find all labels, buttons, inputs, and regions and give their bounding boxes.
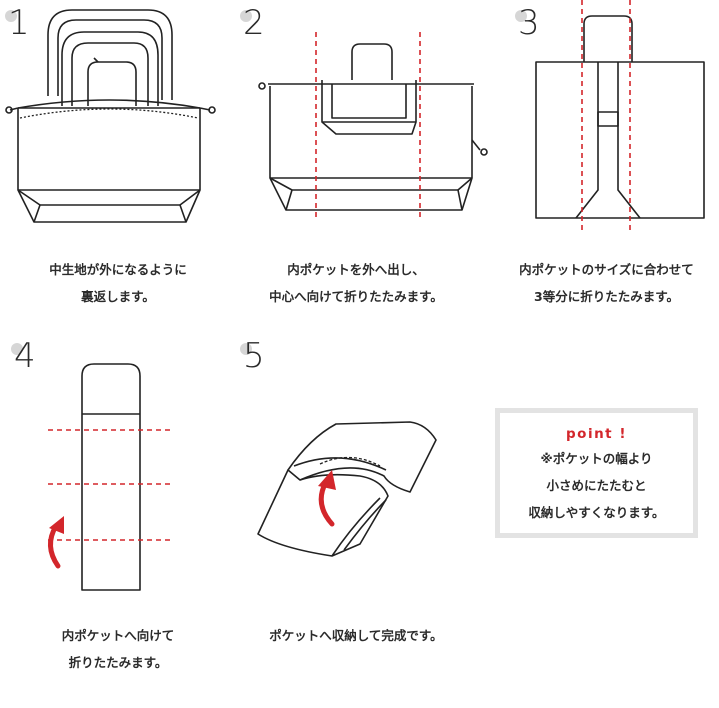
step-2-illustration [258,32,488,220]
step-1-caption-line: 裏返します。 [81,289,155,304]
step-5-illustration [257,421,437,557]
step-4-number: 4 [11,336,36,376]
step-3-number: 3 [515,3,540,43]
point-line: 収納しやすくなります。 [528,505,665,520]
step-4-caption-line: 内ポケットへ向けて [61,628,175,643]
red-curved-arrow-icon [48,516,64,569]
step-5-caption: ポケットへ収納して完成です。 [236,622,476,649]
step-1-number: 1 [5,3,30,43]
point-title: point ! [566,426,627,442]
step-4-illustration [48,363,172,591]
point-line: ※ポケットの幅より [540,451,653,466]
step-2-caption-line: 中心へ向けて折りたたみます。 [269,289,443,304]
step-1-illustration [5,9,216,223]
point-line: 小さめにたたむと [546,478,647,493]
step-3-caption-line: 3等分に折りたたみます。 [534,289,679,304]
step-1-caption: 中生地が外になるように 裏返します。 [0,256,236,310]
step-5-number: 5 [240,336,265,376]
step-3-caption-line: 内ポケットのサイズに合わせて [519,262,694,277]
step-3-caption: 内ポケットのサイズに合わせて 3等分に折りたたみます。 [494,256,719,310]
step-2-caption: 内ポケットを外へ出し、 中心へ向けて折りたたみます。 [236,256,476,310]
step-2-number: 2 [240,3,265,43]
step-4-caption-line: 折りたたみます。 [68,655,168,670]
step-1-caption-line: 中生地が外になるように [49,262,187,277]
step-3-illustration [535,0,705,232]
step-5-caption-line: ポケットへ収納して完成です。 [269,628,443,643]
step-4-caption: 内ポケットへ向けて 折りたたみます。 [0,622,236,676]
point-tip-box: point ! ※ポケットの幅より 小さめにたたむと 収納しやすくなります。 [495,408,698,538]
red-curved-arrow-icon [318,470,336,527]
step-2-caption-line: 内ポケットを外へ出し、 [287,262,425,277]
